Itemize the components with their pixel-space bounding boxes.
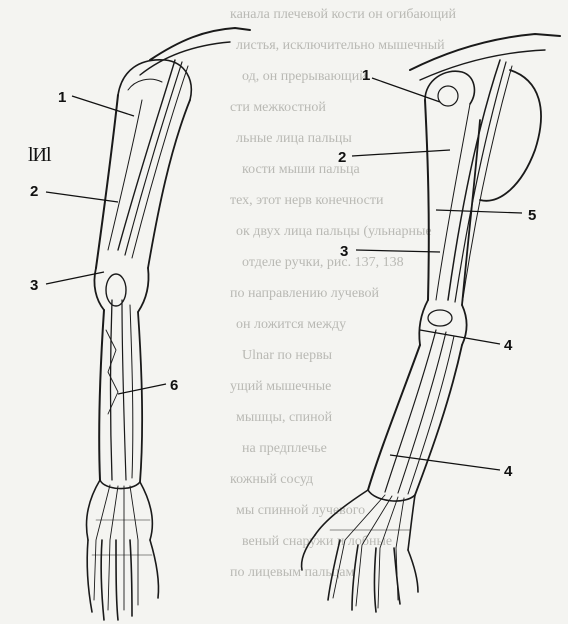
bleed-through-line: льные лица пальцы [236, 131, 352, 146]
bleed-through-line: тех, этот нерв конечности [230, 193, 384, 208]
bleed-through-text: канала плечевой кости он огибающий листья… [230, 7, 456, 580]
bleed-through-line: мышцы, спиной [236, 410, 333, 425]
bleed-through-line: по направлению лучевой [230, 286, 380, 301]
label-right-3: 3 [340, 243, 348, 260]
label-left-3: 3 [30, 277, 38, 294]
bleed-through-line: по лицевым пальцам [230, 565, 354, 580]
bleed-through-line: ок двух лица пальцы (ульнарные [236, 224, 432, 239]
figure-side-mark: lИl [28, 144, 51, 167]
label-right-2: 2 [338, 149, 346, 166]
bleed-through-line: кожный сосуд [230, 472, 313, 487]
label-left-6: 6 [170, 377, 178, 394]
bleed-through-line: он ложится между [236, 317, 346, 332]
bleed-through-line: од, он прерывающий [242, 69, 367, 84]
label-right-4a: 4 [504, 337, 513, 354]
bleed-through-line: листья, исключительно мышечный [236, 38, 445, 53]
bleed-through-line: сти межкостной [230, 100, 326, 115]
left-arm-illustration [87, 28, 251, 620]
bleed-through-line: на предплечье [242, 441, 327, 456]
label-left-1: 1 [58, 89, 66, 106]
label-right-1: 1 [362, 67, 370, 84]
bleed-through-line: Ulnar по нервы [242, 348, 333, 363]
bleed-through-line: веный снаружи и лобные [242, 534, 392, 549]
label-left-2: 2 [30, 183, 38, 200]
label-right-4b: 4 [504, 463, 513, 480]
bleed-through-line: отделе ручки, рис. 137, 138 [242, 255, 404, 270]
bleed-through-line: канала плечевой кости он огибающий [230, 7, 456, 22]
bleed-through-line: ущий мышечные [230, 379, 331, 394]
label-right-5: 5 [528, 207, 536, 224]
